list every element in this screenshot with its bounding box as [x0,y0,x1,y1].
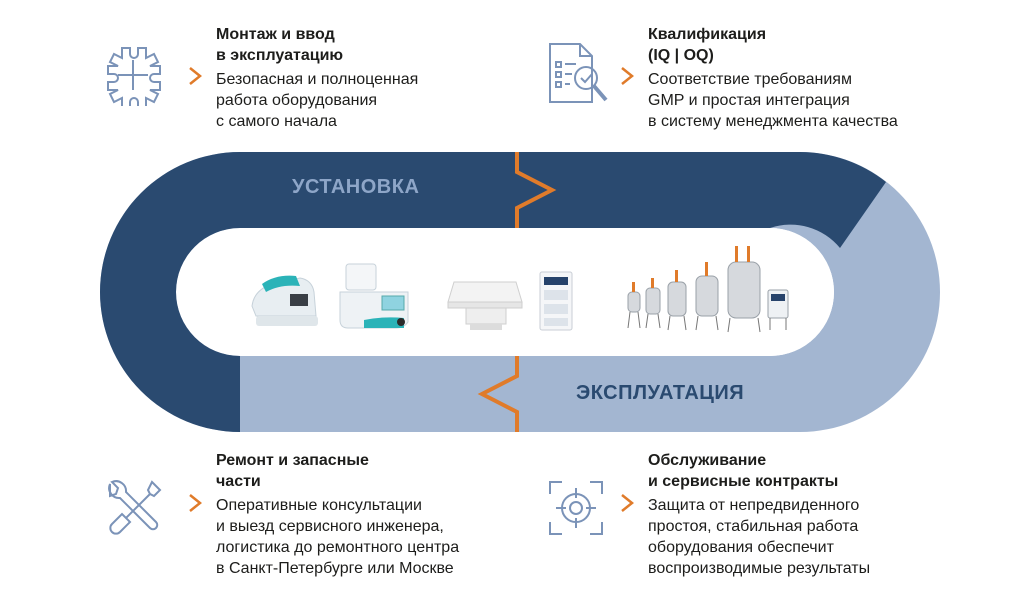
operation-band [100,152,940,432]
install-title: Монтаж и ввод в эксплуатацию [216,26,344,64]
install-block: Монтаж и ввод в эксплуатацию Безопасная … [216,24,476,132]
maintenance-description: Защита от непредвиденного простоя, стаби… [648,497,871,577]
bottom-arrow-separator [477,356,519,432]
control-tower [539,271,573,331]
document-magnifier-check-icon [546,40,612,108]
maintenance-block: Обслуживание и сервисные контракты Защит… [648,450,938,579]
installation-band [100,152,886,432]
qualification-block: Квалификация (IQ | OQ) Соответствие треб… [648,24,938,132]
analyzer-device-2 [339,263,409,329]
operation-label: ЭКСПЛУАТАЦИЯ [576,382,745,404]
qualification-title: Квалификация (IQ | OQ) [648,26,767,64]
repair-description: Оперативные консультации и выезд сервисн… [216,497,460,577]
maintenance-title: Обслуживание и сервисные контракты [648,452,839,490]
top-arrow-separator [515,152,557,228]
chevron-right-icon [188,493,203,518]
target-crosshair-icon [546,478,606,538]
analyzer-device-1 [251,275,318,326]
install-description: Безопасная и полноценная работа оборудов… [216,71,419,130]
chevron-right-icon [620,66,635,91]
qualification-description: Соответствие требованиям GMP и простая и… [648,71,898,130]
shaker-device [447,281,523,330]
chevron-right-icon [188,66,203,91]
wrench-screwdriver-icon [100,478,164,540]
chevron-right-icon [620,493,635,518]
repair-title: Ремонт и запасные части [216,452,369,490]
installation-label: УСТАНОВКА [292,176,420,198]
repair-block: Ремонт и запасные части Оперативные конс… [216,450,506,579]
bioreactor-series [627,246,789,333]
